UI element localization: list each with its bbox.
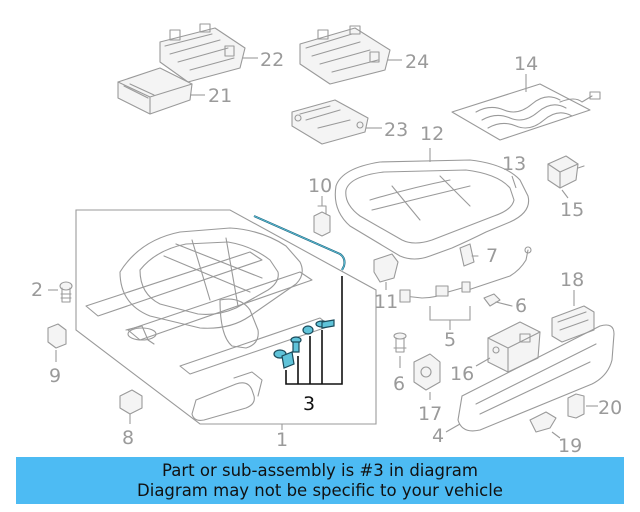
callout-14: 14: [514, 53, 538, 75]
part-16-motor: [487, 321, 541, 373]
part-10-clip: [313, 205, 331, 237]
callout-3: 3: [303, 393, 315, 415]
callout-17: 17: [418, 403, 442, 425]
banner-line-part: Part or sub-assembly is #3 in diagram: [162, 460, 478, 480]
callout-22: 22: [260, 49, 284, 71]
callout-10: 10: [308, 175, 332, 197]
callout-21: 21: [208, 85, 232, 107]
callout-6-lower: 6: [393, 373, 405, 395]
frame-enclosure: [75, 209, 377, 425]
part-21-ecu-box: [117, 67, 193, 115]
callout-24: 24: [405, 51, 429, 73]
callout-7: 7: [486, 245, 498, 267]
part-2-bolt: [59, 281, 73, 303]
part-19-knob: [529, 411, 557, 433]
banner-line-disclaimer: Diagram may not be specific to your vehi…: [137, 480, 503, 500]
lead-15: [561, 189, 569, 199]
callout-6-upper: 6: [515, 295, 527, 317]
part-3-clip-a: [273, 349, 295, 369]
callout-16: 16: [450, 363, 474, 385]
part-4-side-trim: [457, 324, 615, 432]
part-24-module: [299, 25, 391, 85]
lead-13: [511, 175, 517, 189]
parts-diagram: 1 2 3 4 5 6 6 7 8 9 10 11 12 13 14 15 16…: [31, 23, 622, 455]
callout-20: 20: [598, 397, 622, 419]
callout-1: 1: [276, 429, 288, 451]
part-17-actuator: [413, 353, 441, 391]
callout-12: 12: [420, 123, 444, 145]
callout-4: 4: [432, 425, 444, 447]
callout-2: 2: [31, 279, 43, 301]
part-23-bracket: [291, 99, 369, 145]
part-8-cap: [119, 389, 143, 415]
callout-18: 18: [560, 269, 584, 291]
part-18-switch: [551, 305, 595, 343]
part-12-seat-cushion: [334, 159, 530, 260]
part-15-connector: [547, 155, 585, 189]
callout-11: 11: [374, 291, 398, 313]
part-6-screw-upper: [483, 293, 513, 307]
part-6-pin-lower: [393, 332, 407, 353]
frame-motor: [125, 325, 263, 421]
part-3-clip-d: [315, 319, 335, 329]
part-3-clip-b: [290, 336, 302, 353]
part-9-clip: [47, 323, 67, 349]
part-22-module: [159, 23, 246, 83]
part-14-heater-pad: [451, 83, 601, 141]
callout-8: 8: [122, 427, 134, 449]
callout-19: 19: [558, 435, 582, 455]
part-3-highlighted: [253, 215, 346, 369]
part-3-clip-c: [302, 325, 314, 335]
callout-9: 9: [49, 365, 61, 387]
info-banner: Part or sub-assembly is #3 in diagram Di…: [16, 457, 624, 504]
lead-5: [429, 306, 471, 330]
callout-15: 15: [560, 199, 584, 221]
part-1-seat-frame: [85, 227, 331, 375]
part-5-harness: [399, 281, 471, 303]
part-20-knob: [567, 393, 585, 419]
lead-16: [475, 357, 491, 367]
lead-4: [445, 423, 461, 433]
lead-19: [551, 431, 561, 439]
part-7-bracket-cable: [459, 243, 532, 291]
callout-5: 5: [444, 329, 456, 351]
callout-13: 13: [502, 153, 526, 175]
callout-23: 23: [384, 119, 408, 141]
part-11-grommet: [373, 253, 399, 283]
lead-3: [285, 276, 343, 385]
